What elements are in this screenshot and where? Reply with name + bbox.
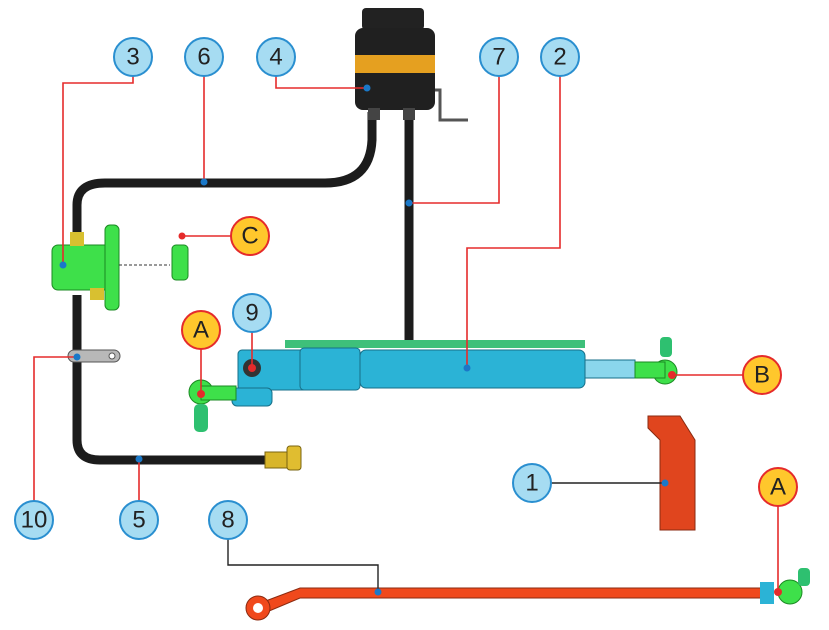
callout-1: 1: [512, 463, 552, 503]
bracket-1: [647, 415, 696, 531]
callout-label: 1: [525, 470, 538, 497]
hose-6: [72, 112, 377, 240]
callout-label: A: [770, 474, 786, 501]
callout-label: 9: [245, 300, 258, 327]
callout-label: 10: [21, 507, 48, 534]
callout-4: 4: [256, 37, 296, 77]
callout-5: 5: [119, 500, 159, 540]
leader-lines: [33, 76, 779, 592]
callout-label: 5: [132, 507, 145, 534]
callout-7: 7: [479, 37, 519, 77]
leader-lines-black: [227, 482, 665, 592]
bracket-10: [67, 349, 121, 363]
callout-label: 3: [126, 44, 139, 71]
callout-2: 2: [540, 37, 580, 77]
hose-fitting: [264, 451, 288, 469]
gear-c: [171, 244, 189, 281]
tie-rod-8: [245, 568, 810, 621]
callout-6: 6: [184, 37, 224, 77]
callout-label: A: [193, 317, 209, 344]
callout-b: B: [742, 355, 782, 395]
callout-label: 2: [553, 44, 566, 71]
leader-dots: [59, 84, 669, 596]
pump: [51, 224, 170, 311]
leader-dots-red: [178, 232, 782, 596]
callout-label: C: [241, 223, 258, 250]
callout-9: 9: [232, 293, 272, 333]
callout-10: 10: [14, 500, 54, 540]
hose-fitting-elbow: [286, 445, 302, 471]
steering-cylinder: [188, 337, 678, 432]
callout-8: 8: [208, 500, 248, 540]
callout-label: 4: [269, 44, 282, 71]
callout-3: 3: [113, 37, 153, 77]
callout-label: B: [754, 362, 770, 389]
callout-c: C: [230, 216, 270, 256]
reservoir: [355, 8, 468, 122]
callout-a-2: A: [758, 467, 798, 507]
callout-label: 6: [197, 44, 210, 71]
callout-label: 7: [492, 44, 505, 71]
callout-label: 8: [221, 507, 234, 534]
callout-a-1: A: [181, 310, 221, 350]
hose-5: [72, 295, 270, 465]
